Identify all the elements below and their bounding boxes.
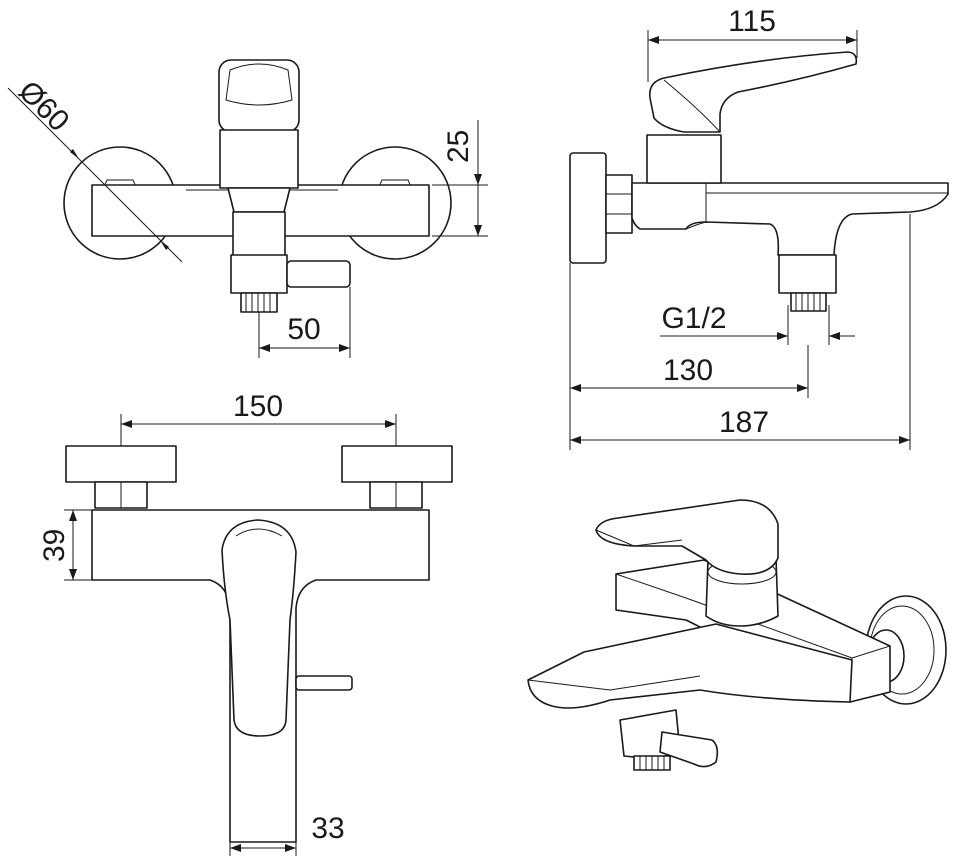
- lever-handle-top: [218, 59, 300, 133]
- spout-body-side: [631, 182, 949, 256]
- handle-width-label: 33: [311, 812, 344, 845]
- centers-dimension: 150: [120, 390, 397, 446]
- spout-stem-top: [232, 211, 286, 257]
- outlet-thread-perspective: [633, 755, 671, 771]
- right-wall-flange-front: [341, 445, 453, 483]
- spout-length-dimension: 115: [647, 5, 858, 82]
- wall-to-outlet-label: 130: [663, 354, 713, 387]
- body-height-dimension: 39: [38, 509, 92, 581]
- cartridge-perspective: [705, 557, 779, 627]
- diverter-knob-perspective: [659, 731, 719, 768]
- thread-dimension: G1/2: [660, 302, 855, 345]
- diverter-knob-top: [286, 260, 351, 288]
- outlet-thread-side: [790, 292, 827, 312]
- wall-to-outlet-dimension: 130: [569, 263, 809, 450]
- outlet-offset-label: 50: [287, 313, 320, 346]
- outlet-offset-dimension: 50: [258, 287, 351, 358]
- lever-handle-face: [225, 63, 293, 106]
- perspective-view: [527, 499, 947, 771]
- thread-label: G1/2: [661, 302, 726, 335]
- diameter-label: Ø60: [12, 75, 75, 138]
- cartridge-base: [227, 187, 291, 213]
- spout-perspective: [527, 623, 853, 709]
- lever-handle-side: [648, 51, 858, 133]
- lever-handle-front: [221, 519, 297, 737]
- cartridge-side: [646, 134, 722, 184]
- side-view: 115 G1/2 130 187: [569, 5, 949, 450]
- diverter-side: [778, 254, 837, 294]
- body-bevel-side: [640, 183, 707, 230]
- body-height-label: 39: [38, 529, 71, 562]
- spout-length-label: 115: [728, 5, 776, 38]
- outlet-thread-top: [240, 292, 278, 313]
- centers-label: 150: [233, 390, 283, 423]
- wall-flange-side: [569, 152, 607, 264]
- diverter-body: [230, 254, 288, 294]
- top-view: Ø60 25 50: [7, 59, 488, 358]
- left-wall-flange-front: [65, 445, 177, 483]
- flange-height-dimension: 25: [432, 120, 488, 237]
- cartridge-housing: [219, 129, 299, 189]
- diverter-knob-front: [295, 675, 353, 691]
- handle-width-dimension: 33: [229, 812, 345, 856]
- total-depth-label: 187: [719, 406, 769, 439]
- front-view: 150 39 33: [38, 390, 453, 856]
- flange-height-label: 25: [442, 130, 475, 163]
- total-depth-dimension: 187: [570, 214, 911, 450]
- nut-side: [605, 174, 633, 234]
